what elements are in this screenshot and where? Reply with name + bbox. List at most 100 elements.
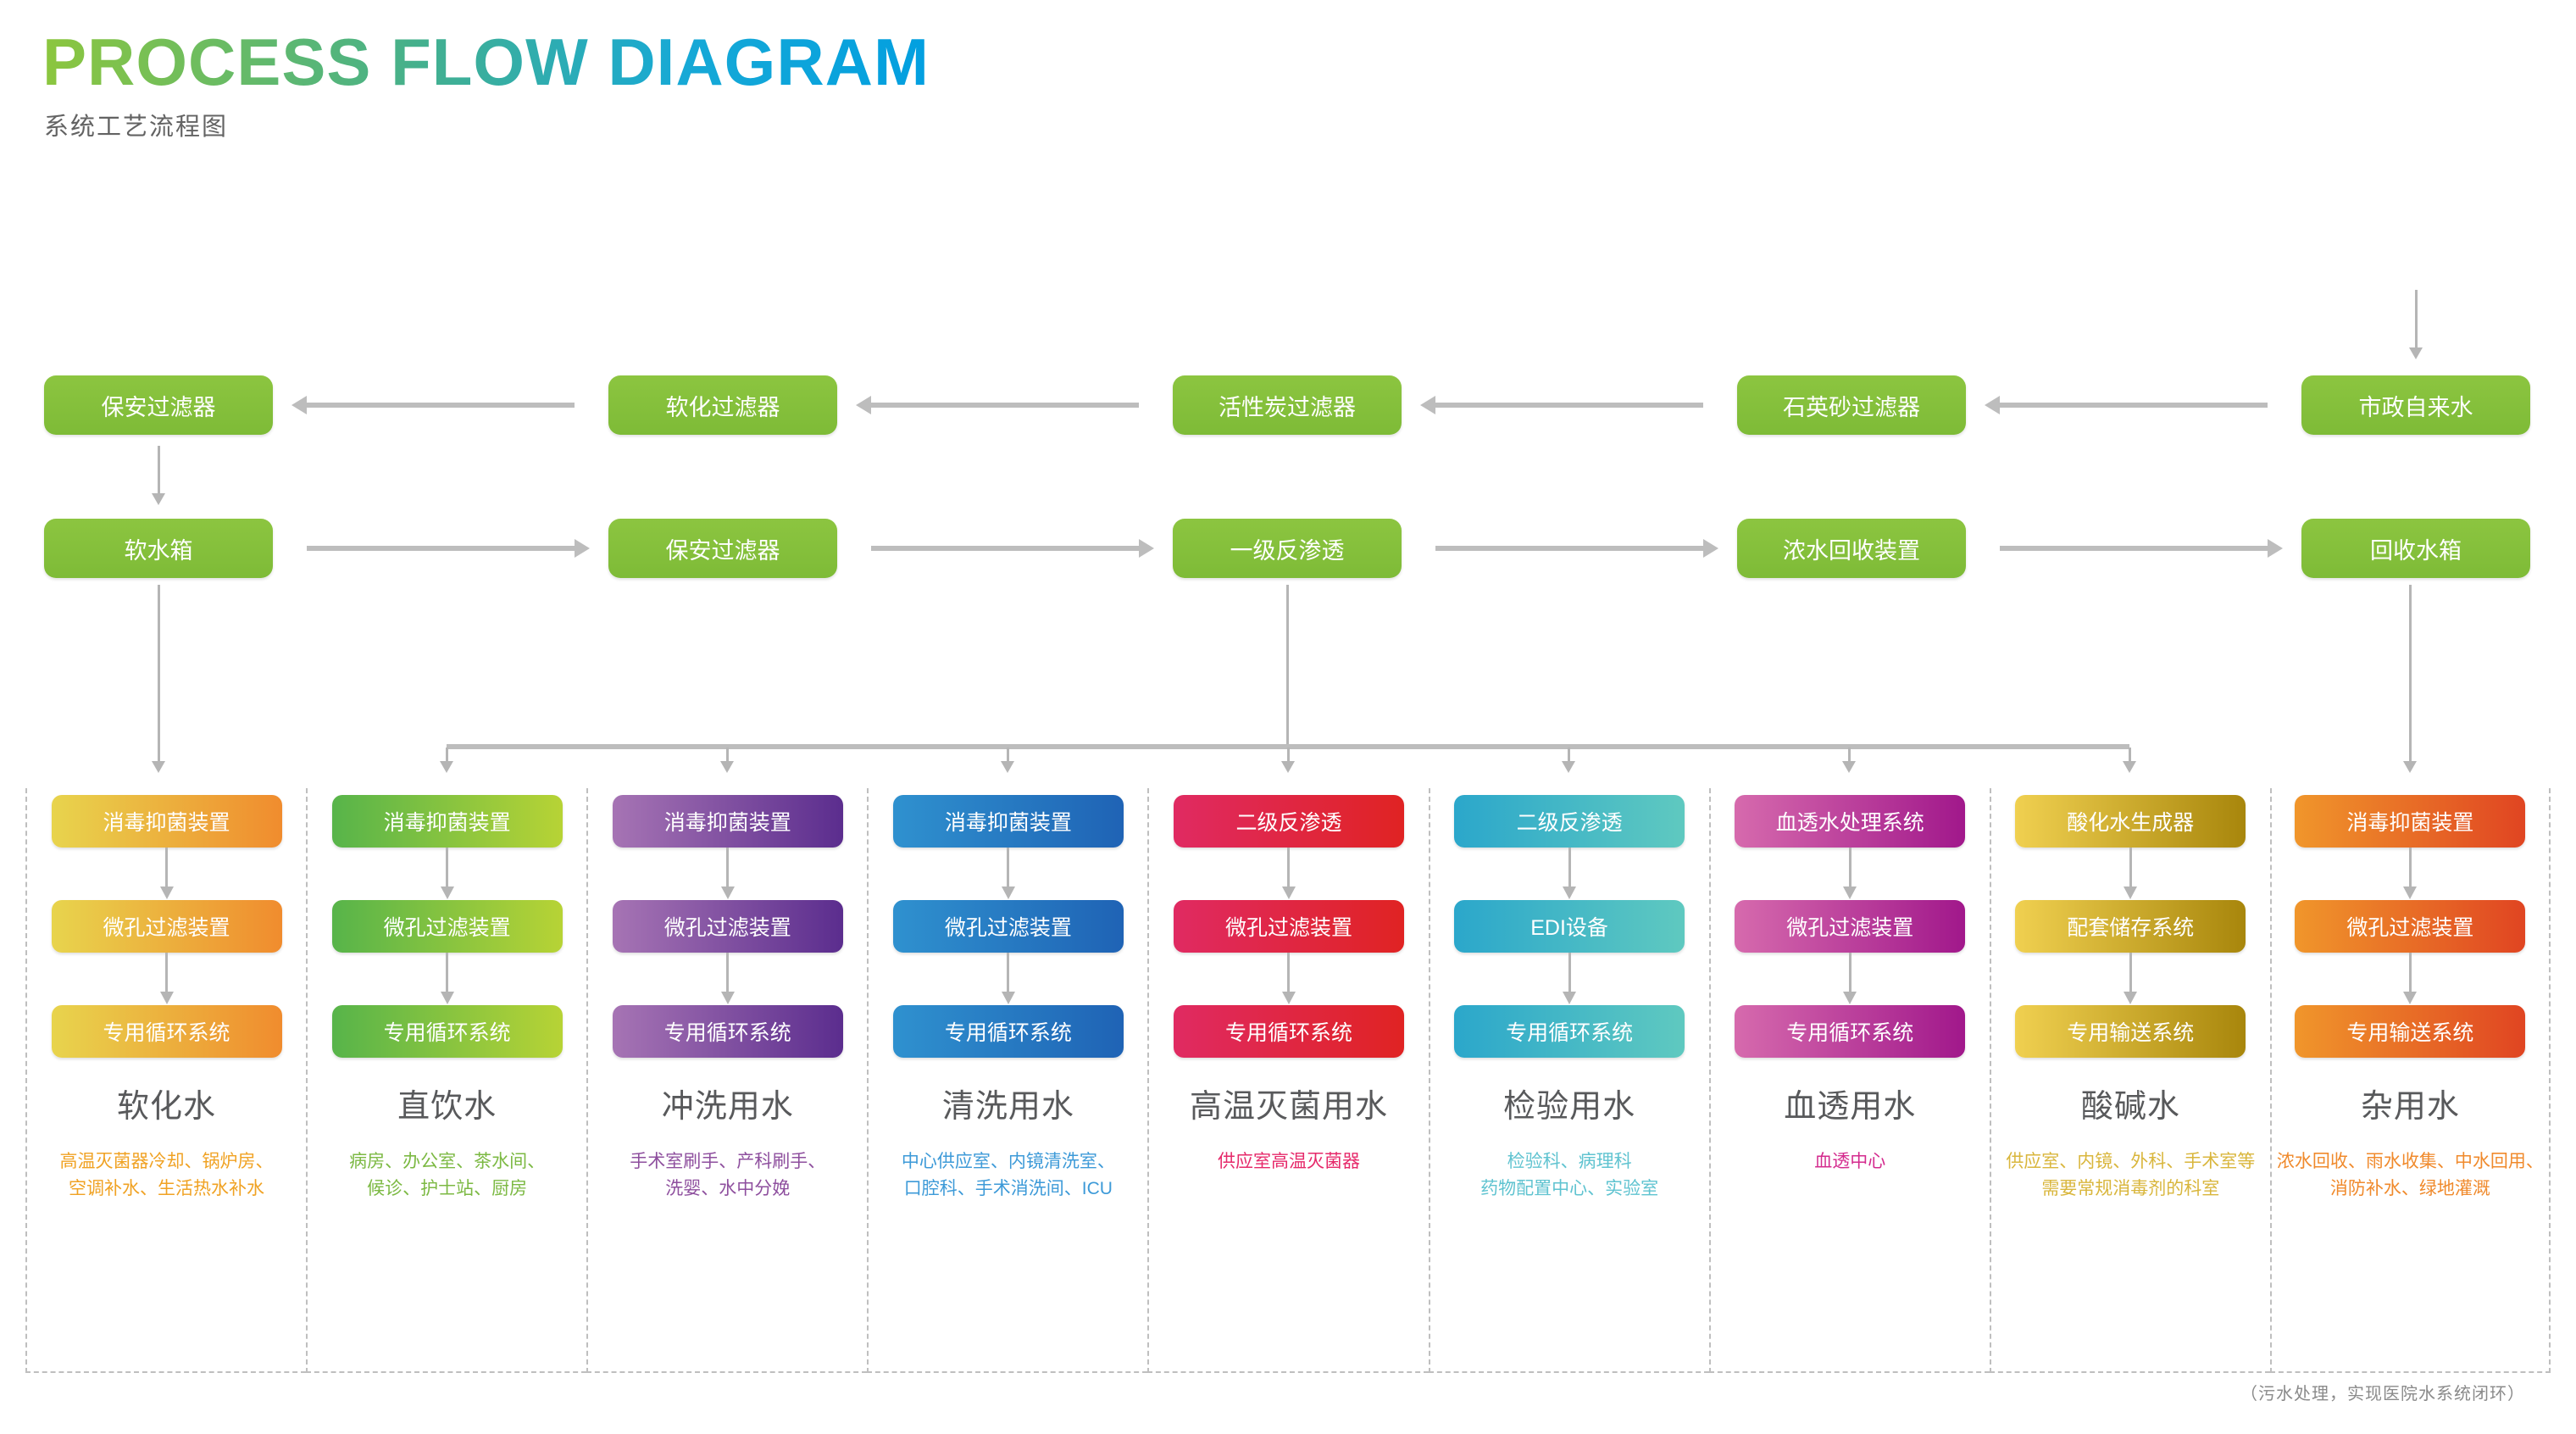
arrow-left-icon (291, 396, 307, 414)
pretreat-row2-box[interactable]: 回收水箱 (2301, 519, 2530, 578)
water-type-description: 手术室刷手、产科刷手、洗婴、水中分娩 (630, 1152, 826, 1198)
water-type-description: 高温灭菌器冷却、锅炉房、空调补水、生活热水补水 (59, 1152, 274, 1198)
process-step-box: 微孔过滤装置 (1173, 900, 1404, 953)
arrow-down-icon (1562, 761, 1576, 773)
arrow-down-icon (439, 848, 456, 900)
process-step-box: 血透水处理系统 (1735, 795, 1966, 848)
flow-line (2000, 403, 2268, 408)
arrow-left-icon (1420, 396, 1435, 414)
water-type-column: 酸化水生成器配套储存系统专用输送系统酸碱水供应室、内镜、外科、手术室等需要常规消… (1989, 788, 2270, 1373)
flow-line (158, 446, 160, 498)
water-type-column: 消毒抑菌装置微孔过滤装置专用循环系统清洗用水中心供应室、内镜清洗室、口腔科、手术… (867, 788, 1148, 1373)
water-type-column: 消毒抑菌装置微孔过滤装置专用循环系统软化水高温灭菌器冷却、锅炉房、空调补水、生活… (25, 788, 307, 1373)
arrow-down-icon (2401, 953, 2418, 1005)
arrow-down-icon (2401, 848, 2418, 900)
flow-line (1568, 748, 1571, 761)
water-type-column: 消毒抑菌装置微孔过滤装置专用输送系统杂用水浓水回收、雨水收集、中水回用、消防补水… (2269, 788, 2551, 1373)
water-type-name: 冲洗用水 (661, 1089, 794, 1125)
process-step-box: 消毒抑菌装置 (892, 795, 1124, 848)
pretreat-row2-box[interactable]: 浓水回收装置 (1737, 519, 1966, 578)
arrow-down-icon (158, 848, 175, 900)
flow-line (1006, 748, 1009, 761)
process-step-box: 微孔过滤装置 (1735, 900, 1966, 953)
process-step-box: 消毒抑菌装置 (2295, 795, 2526, 848)
process-step-box: 微孔过滤装置 (612, 900, 843, 953)
pretreat-row1-box[interactable]: 市政自来水 (2301, 375, 2530, 435)
arrow-down-icon (719, 761, 734, 773)
process-step-box: 酸化水生成器 (2015, 795, 2246, 848)
process-step-box: 配套储存系统 (2015, 900, 2246, 953)
arrow-down-icon (1280, 848, 1297, 900)
process-step-box: 专用循环系统 (331, 1005, 563, 1058)
water-type-name: 高温灭菌用水 (1189, 1089, 1388, 1125)
pretreat-row1-box[interactable]: 石英砂过滤器 (1737, 375, 1966, 435)
arrow-right-icon (2268, 539, 2283, 558)
pretreat-row2-box[interactable]: 软水箱 (44, 519, 273, 578)
flow-line (871, 546, 1139, 551)
arrow-right-icon (1139, 539, 1154, 558)
water-type-name: 清洗用水 (941, 1089, 1074, 1125)
process-step-box: 消毒抑菌装置 (51, 795, 282, 848)
arrow-down-icon (439, 953, 456, 1005)
arrow-down-icon (1000, 953, 1017, 1005)
flow-line (871, 403, 1139, 408)
process-step-box: 专用循环系统 (1735, 1005, 1966, 1058)
page-subtitle: 系统工艺流程图 (44, 114, 229, 141)
flow-line (725, 748, 729, 761)
arrow-down-icon (1000, 761, 1014, 773)
water-type-name: 酸碱水 (2080, 1089, 2180, 1125)
pretreat-row1-box[interactable]: 软化过滤器 (608, 375, 837, 435)
flow-line (1435, 403, 1703, 408)
flow-line (2000, 546, 2268, 551)
arrow-down-icon (152, 761, 165, 773)
arrow-down-icon (1841, 848, 1858, 900)
arrow-down-icon (719, 953, 736, 1005)
water-type-column: 消毒抑菌装置微孔过滤装置专用循环系统冲洗用水手术室刷手、产科刷手、洗婴、水中分娩 (586, 788, 868, 1373)
arrow-down-icon (1281, 761, 1295, 773)
process-step-box: 微孔过滤装置 (331, 900, 563, 953)
pretreat-row1-box[interactable]: 活性炭过滤器 (1173, 375, 1402, 435)
feed-line (2415, 290, 2418, 351)
pretreat-row2-box[interactable]: 一级反渗透 (1173, 519, 1402, 578)
page-title: PROCESS FLOW DIAGRAM (42, 25, 930, 99)
distribution-bus-line (446, 744, 2130, 749)
arrow-right-icon (575, 539, 590, 558)
arrow-left-icon (1985, 396, 2000, 414)
process-step-box: 消毒抑菌装置 (612, 795, 843, 848)
water-type-column: 二级反渗透微孔过滤装置专用循环系统高温灭菌用水供应室高温灭菌器 (1147, 788, 1429, 1373)
flow-line (2409, 585, 2412, 764)
pretreat-row1-box[interactable]: 保安过滤器 (44, 375, 273, 435)
process-step-box: EDI设备 (1454, 900, 1685, 953)
process-step-box: 专用循环系统 (1173, 1005, 1404, 1058)
water-type-name: 直饮水 (397, 1089, 497, 1125)
footnote: （污水处理，实现医院水系统闭环） (2240, 1385, 2525, 1403)
arrow-down-icon (439, 761, 453, 773)
arrow-down-icon (1842, 761, 1857, 773)
process-step-box: 消毒抑菌装置 (331, 795, 563, 848)
pretreat-row2-box[interactable]: 保安过滤器 (608, 519, 837, 578)
flow-line (1286, 585, 1289, 749)
water-type-name: 血透用水 (1784, 1089, 1917, 1125)
water-type-description: 供应室高温灭菌器 (1217, 1152, 1360, 1171)
water-type-column: 血透水处理系统微孔过滤装置专用循环系统血透用水血透中心 (1708, 788, 1990, 1373)
process-step-box: 二级反渗透 (1454, 795, 1685, 848)
process-step-box: 专用循环系统 (612, 1005, 843, 1058)
arrow-down-icon (2122, 953, 2139, 1005)
water-type-description: 病房、办公室、茶水间、候诊、护士站、厨房 (349, 1152, 546, 1198)
arrow-down-icon (2409, 347, 2423, 359)
process-step-box: 微孔过滤装置 (51, 900, 282, 953)
process-step-box: 专用循环系统 (1454, 1005, 1685, 1058)
arrow-down-icon (2403, 761, 2418, 773)
flow-line (307, 403, 575, 408)
arrow-down-icon (1841, 953, 1858, 1005)
process-step-box: 二级反渗透 (1173, 795, 1404, 848)
water-type-name: 软化水 (117, 1089, 217, 1125)
water-type-description: 供应室、内镜、外科、手术室等需要常规消毒剂的科室 (2006, 1152, 2256, 1198)
water-type-description: 浓水回收、雨水收集、中水回用、消防补水、绿地灌溉 (2276, 1152, 2544, 1198)
flow-line (1435, 546, 1703, 551)
arrow-down-icon (2122, 848, 2139, 900)
process-step-box: 专用输送系统 (2015, 1005, 2246, 1058)
water-type-column: 消毒抑菌装置微孔过滤装置专用循环系统直饮水病房、办公室、茶水间、候诊、护士站、厨… (306, 788, 587, 1373)
